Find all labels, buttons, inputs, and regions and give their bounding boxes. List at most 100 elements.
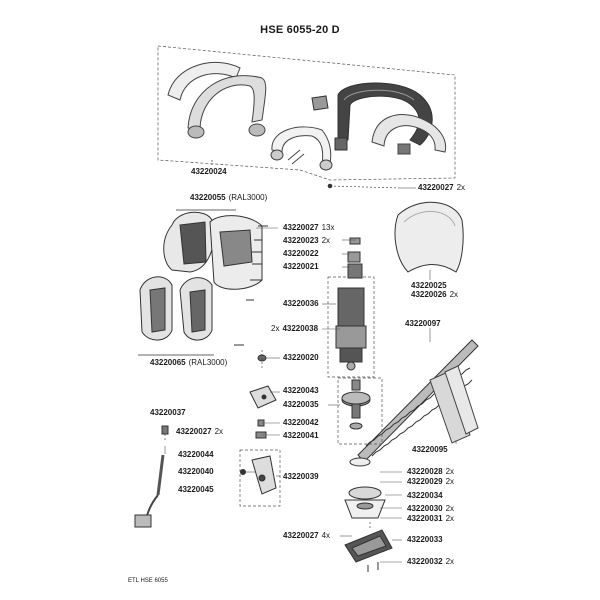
bottom-plate	[344, 529, 393, 563]
label-43220024: 43220024	[191, 167, 227, 177]
part-quantity: 2x	[456, 183, 466, 192]
switch-parts	[347, 237, 363, 279]
motor-unit	[335, 287, 367, 371]
label-43220095: 43220095	[412, 445, 448, 455]
part-number: 43220044	[178, 450, 214, 459]
label-43220097: 43220097	[405, 319, 441, 329]
gear-pin	[351, 379, 361, 391]
part-number: 43220021	[283, 262, 319, 271]
part-number: 43220038	[282, 324, 319, 333]
rear-handle-shell	[371, 114, 447, 155]
label-43220044: 43220044	[178, 450, 214, 460]
part-quantity: 2x	[271, 324, 280, 333]
label-43220045: 43220045	[178, 485, 214, 495]
handle-bracket	[270, 126, 333, 171]
label-43220041: 43220041	[283, 431, 319, 441]
part-quantity: 2x	[449, 290, 459, 299]
label-43220040: 43220040	[178, 467, 214, 477]
part-number: 43220030	[407, 504, 443, 513]
part-number: 43220065	[150, 358, 186, 367]
knob-part	[311, 95, 329, 111]
part-quantity: 2x	[214, 427, 224, 436]
label-43220035: 43220035	[283, 400, 319, 410]
hand-guard	[394, 201, 464, 273]
label-43220034: 43220034	[407, 491, 443, 501]
label-43220055: 43220055(RAL3000)	[190, 193, 267, 203]
part-number: 43220041	[283, 431, 319, 440]
front-handle-bow	[167, 61, 267, 139]
mount-bracket	[249, 385, 277, 409]
part-number: 43220028	[407, 467, 443, 476]
part-number: 43220036	[283, 299, 319, 308]
part-number: 43220029	[407, 477, 443, 486]
strain-relief-and-cable	[134, 425, 169, 528]
gear-group-outline	[337, 377, 383, 445]
switch-lever	[251, 455, 277, 495]
label-43220020: 43220020	[283, 353, 319, 363]
switch-spring	[240, 469, 246, 475]
part-number: 43220027	[176, 427, 212, 436]
part-number: 43220039	[283, 472, 319, 481]
housing-left-half	[163, 211, 263, 290]
label-43220022: 43220022	[283, 249, 319, 259]
part-number: 43220023	[283, 236, 319, 245]
part-number: 43220027	[418, 183, 454, 192]
label-43220039: 43220039	[283, 472, 319, 482]
grip-covers	[139, 276, 213, 341]
label-43220021: 43220021	[283, 262, 319, 272]
part-quantity: 13x	[321, 223, 335, 232]
part-number: 43220032	[407, 557, 443, 566]
part-quantity: 4x	[321, 531, 331, 540]
part-quantity: 2x	[445, 467, 455, 476]
label-43220065: 43220065(RAL3000)	[150, 358, 227, 368]
label-43220043: 43220043	[283, 386, 319, 396]
label-43220042: 43220042	[283, 418, 319, 428]
bolt-part	[257, 350, 267, 368]
leader-lines	[164, 187, 457, 563]
part-note: (RAL3000)	[188, 358, 228, 367]
part-quantity: 2x	[445, 477, 455, 486]
part-number: 43220055	[190, 193, 226, 202]
part-number: 43220031	[407, 514, 443, 523]
handle-group-outline	[157, 45, 456, 181]
switch-group-outline	[239, 449, 281, 507]
rear-handle-loop	[334, 82, 433, 151]
part-number: 43220095	[412, 445, 448, 454]
part-number: 43220027	[283, 531, 319, 540]
screw-pair-top	[329, 185, 401, 189]
part-number: 43220035	[283, 400, 319, 409]
part-number: 43220097	[405, 319, 441, 328]
part-number: 43220027	[283, 223, 319, 232]
part-number: 43220024	[191, 167, 227, 176]
part-quantity: 2x	[445, 557, 455, 566]
part-number: 43220045	[178, 485, 214, 494]
part-number: 43220025	[411, 281, 447, 290]
part-number: 43220033	[407, 535, 443, 544]
part-number: 43220042	[283, 418, 319, 427]
blade-sheath	[429, 365, 479, 444]
diagram-title: HSE 6055-20 D	[260, 24, 340, 36]
lower-screws	[367, 522, 379, 572]
part-quantity: 2x	[445, 504, 455, 513]
part-number: 43220020	[283, 353, 319, 362]
diagram-footer: ETL HSE 6055	[128, 578, 168, 584]
part-number: 43220040	[178, 467, 214, 476]
screws-column	[234, 225, 268, 346]
part-quantity: 2x	[445, 514, 455, 523]
gear-cover	[344, 486, 386, 519]
label-43220036: 43220036	[283, 299, 319, 309]
part-number: 43220026	[411, 290, 447, 299]
